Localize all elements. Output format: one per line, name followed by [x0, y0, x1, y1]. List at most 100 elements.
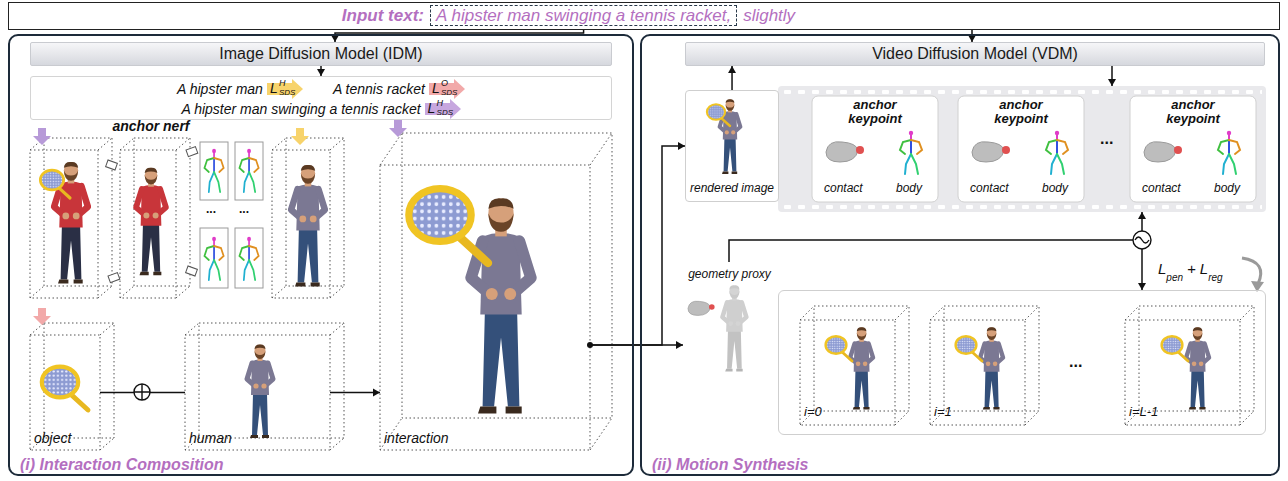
panel-title: (i) Interaction Composition	[20, 456, 224, 473]
keypoint-label: contact	[824, 182, 863, 196]
image-box: rendered image	[685, 90, 779, 202]
cube-label: interaction	[384, 430, 449, 446]
loss-symbol: L	[432, 80, 440, 96]
match-symbol	[1133, 231, 1151, 249]
loss-symbol: H	[437, 98, 444, 108]
connector	[317, 66, 325, 76]
loss-symbol: H	[279, 78, 286, 88]
keypoint-label: body	[1214, 182, 1240, 196]
prompt-text: A hipster man swinging a tennis racket,	[436, 6, 731, 26]
model-bar: Video Diffusion Model (VDM)	[685, 42, 1265, 66]
loss-label: reg	[1208, 272, 1222, 284]
connector-line	[330, 392, 380, 394]
keypoint-label: body	[896, 182, 922, 196]
loss-arrow	[1242, 258, 1264, 292]
frame-cube: i=1	[930, 320, 1025, 425]
cube-label: object	[34, 430, 71, 446]
arrow-head	[1138, 283, 1146, 290]
frame-cube: i=L-1	[1125, 320, 1240, 425]
figure	[688, 99, 746, 371]
input-text-bar: Input text: slightly A hipster man swingin…	[8, 2, 1280, 30]
model-name: Video Diffusion Model (VDM)	[872, 45, 1078, 63]
panel: (i) Interaction Composition Image Diffusi…	[8, 34, 634, 476]
arrow-head	[373, 389, 380, 397]
ellipsis: ...	[206, 203, 216, 217]
keypoint-frame: anchor keypoint contact body	[1130, 96, 1256, 202]
input-text: slightly	[743, 6, 795, 26]
nerf-cube: object	[30, 335, 100, 450]
arrow-head	[968, 35, 976, 42]
arrow-head	[728, 66, 736, 73]
keypoint-label: body	[1042, 182, 1068, 196]
connector	[1138, 212, 1146, 290]
arrow-head	[678, 142, 685, 150]
film-strip: ...anchor keypointcontactbodyanchor keyp…	[778, 86, 1266, 212]
loss-symbol: SDS	[279, 88, 295, 97]
nerf-cube: interaction	[380, 165, 590, 450]
prompt-box: A hipster man swinging a tennis racket,	[430, 5, 737, 26]
sds-arrow	[33, 120, 407, 325]
proxy-label: geometry proxy	[688, 268, 771, 282]
camera-icon	[106, 147, 198, 283]
image-label: rendered image	[690, 182, 774, 196]
loss-label: pen	[1166, 272, 1183, 284]
loss-label: +	[1187, 260, 1196, 277]
model-bar: Image Diffusion Model (IDM)	[30, 42, 612, 66]
prompt-list: A hipster man A tennis racket A hipster ma…	[30, 76, 612, 120]
keypoint-label: anchor keypoint	[981, 98, 1061, 126]
arrow-head	[331, 35, 339, 42]
connector	[330, 389, 380, 397]
keypoint-frame: anchor keypoint contact body	[958, 96, 1084, 202]
loss-arrow: LOSDS	[429, 79, 465, 99]
frame-group: ... i=0 i=1 i=L-1	[778, 290, 1266, 435]
panel: (ii) Motion Synthesis Video Diffusion Mod…	[640, 34, 1280, 476]
proxy-line	[729, 240, 1133, 262]
connector	[728, 66, 736, 90]
connector	[968, 30, 976, 42]
loss-arrow: LHSDS	[425, 99, 461, 119]
cube-label: human	[189, 430, 232, 446]
keypoint-frame: anchor keypointcontactbody	[812, 96, 938, 202]
nerf-cube: human	[185, 335, 330, 450]
frame-index: i=0	[804, 405, 822, 420]
connector	[590, 142, 685, 345]
sum-symbol	[134, 384, 150, 400]
nerf-cube: anchor nerf	[108, 118, 194, 300]
connector	[1108, 66, 1116, 86]
frame-index: i=1	[934, 405, 952, 420]
figure	[826, 327, 1209, 409]
film-strip	[778, 86, 1266, 212]
connector-line	[590, 146, 685, 345]
cube-outline	[30, 133, 612, 450]
frame-cube: i=0	[800, 320, 895, 425]
panel-title: (ii) Motion Synthesis	[652, 456, 808, 473]
model-name: Image Diffusion Model (IDM)	[219, 45, 422, 63]
arrow-head	[676, 341, 683, 349]
input-text: Input text:	[342, 6, 424, 26]
arrow-head	[1108, 79, 1116, 86]
keypoint-label: contact	[970, 182, 1009, 196]
loss-symbol: L	[270, 80, 278, 96]
cube-outline	[800, 306, 1254, 425]
prompt-text: A hipster man	[177, 81, 263, 97]
ellipsis: ...	[1100, 130, 1113, 148]
keypoint-label: contact	[1142, 182, 1181, 196]
figure	[40, 162, 531, 438]
proxy-box: geometry proxy	[683, 262, 776, 387]
keypoint-label: anchor keypoint	[1153, 98, 1233, 126]
ellipsis: ...	[239, 203, 249, 217]
loss-symbol: L	[428, 100, 436, 116]
frame-index: i=L-1	[1129, 405, 1158, 420]
prompt-text: A tennis racket	[333, 81, 425, 97]
prompt-text: A hipster man swinging a tennis racket	[181, 101, 420, 117]
arrow-head	[1138, 212, 1146, 219]
loss-label: L	[1158, 260, 1166, 277]
cube-label: anchor nerf	[112, 118, 189, 134]
connector	[590, 341, 683, 349]
connector-line	[590, 344, 683, 346]
ellipsis: ...	[1069, 353, 1082, 371]
loss-symbol: O	[441, 78, 448, 88]
loss-symbol: SDS	[441, 88, 457, 97]
loss-label: L	[1200, 260, 1208, 277]
